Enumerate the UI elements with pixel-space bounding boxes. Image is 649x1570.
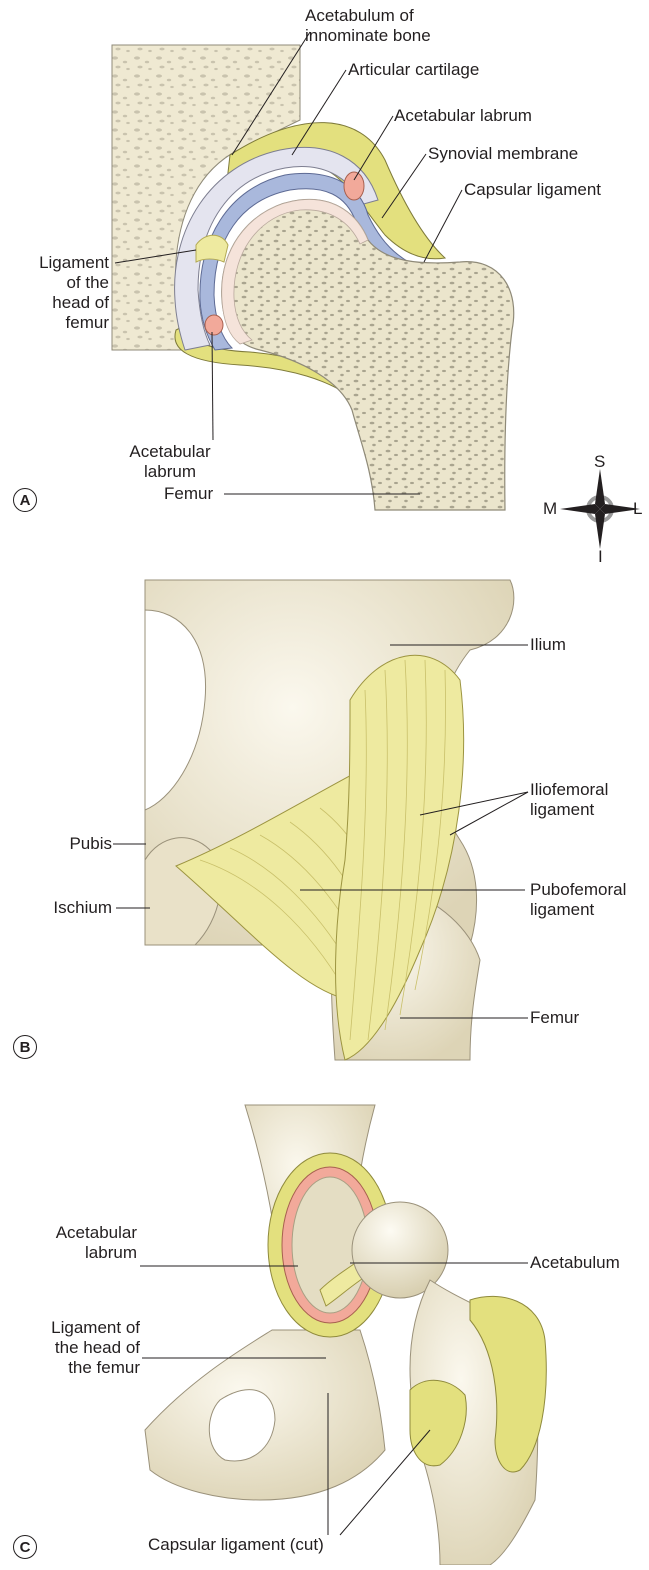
label-capsular-ligament-cut: Capsular ligament (cut) — [148, 1535, 324, 1555]
label-acetabular-labrum-top: Acetabular labrum — [394, 106, 532, 126]
panel-badge-a: A — [13, 488, 37, 512]
label-iliofemoral-ligament: Iliofemoral ligament — [530, 780, 608, 820]
label-femur-a: Femur — [164, 484, 213, 504]
label-ligament-head-femur-c: Ligament of the head of the femur — [20, 1318, 140, 1378]
label-ilium: Ilium — [530, 635, 566, 655]
label-ligament-head-femur-a: Ligament of the head of femur — [14, 253, 109, 333]
panel-badge-b: B — [13, 1035, 37, 1059]
compass-superior-label: S — [594, 452, 605, 472]
label-articular-cartilage: Articular cartilage — [348, 60, 479, 80]
panel-c-posterior-dislocated-view — [145, 1105, 546, 1565]
label-femur-b: Femur — [530, 1008, 579, 1028]
label-acetabular-labrum-bottom: Acetabular labrum — [120, 442, 220, 482]
label-pubofemoral-ligament: Pubofemoral ligament — [530, 880, 626, 920]
label-capsular-ligament: Capsular ligament — [464, 180, 601, 200]
panel-b-anterior-view — [145, 580, 514, 1060]
label-pubis: Pubis — [40, 834, 112, 854]
label-acetabulum: Acetabulum — [530, 1253, 620, 1273]
label-acetabulum-innominate: Acetabulum of innominate bone — [305, 6, 460, 46]
compass-medial-label: M — [543, 499, 557, 519]
compass-lateral-label: L — [633, 499, 642, 519]
label-synovial-membrane: Synovial membrane — [428, 144, 578, 164]
orientation-compass — [560, 469, 640, 549]
compass-inferior-label: I — [598, 547, 603, 567]
label-ischium: Ischium — [20, 898, 112, 918]
label-acetabular-labrum-c: Acetabular labrum — [20, 1223, 137, 1263]
panel-badge-c: C — [13, 1535, 37, 1559]
